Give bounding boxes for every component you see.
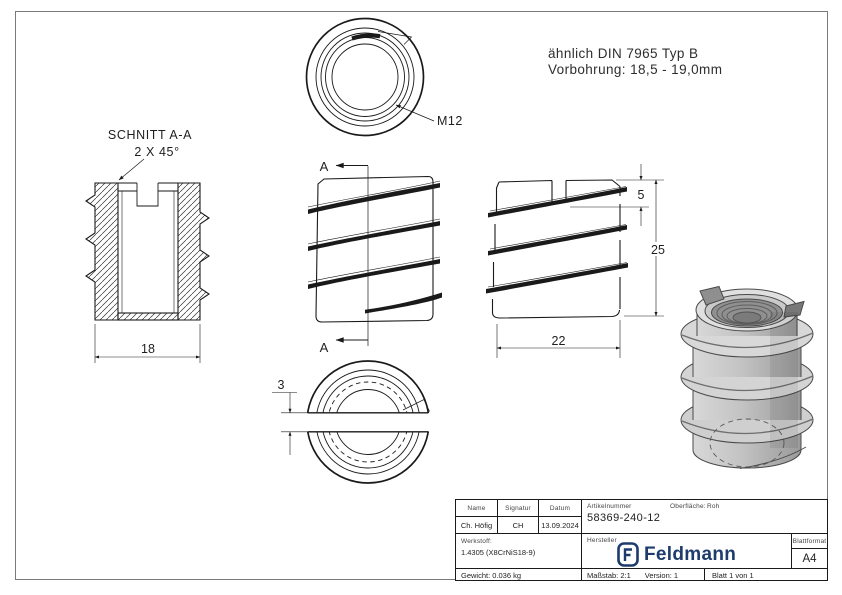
- title-block: Name Signatur Datum Ch. Höfig CH 13.09.2…: [455, 499, 828, 581]
- tb-werkstoff-label: Werkstoff:: [461, 538, 493, 545]
- cut-label-bottom: A: [320, 340, 329, 355]
- tb-artikelnummer-value: 58369-240-12: [587, 512, 661, 524]
- tb-version: Version: 1: [644, 571, 679, 580]
- chamfer-leader: [118, 158, 145, 181]
- feldmann-logo-icon: [617, 542, 639, 567]
- dim-18: [94, 324, 201, 363]
- side-thread-bands: [486, 187, 628, 294]
- dim-22-label: 22: [552, 334, 566, 348]
- feldmann-logo: Feldmann: [617, 542, 791, 567]
- section-right-wall: [177, 182, 210, 321]
- tb-massstab-cell: Maßstab: 2:1 Version: 1 Deutsch: [581, 569, 704, 581]
- section-thread-lines: [121, 191, 175, 313]
- section-bottom-strip: [117, 312, 179, 321]
- din-note-line2: Vorbohrung: 18,5 - 19,0mm: [548, 62, 723, 77]
- side-dimensions: [496, 164, 664, 358]
- tb-sprache: Deutsch: [597, 580, 625, 581]
- front-body: [315, 175, 434, 323]
- front-view: [307, 162, 442, 346]
- top-thread-circle: [331, 43, 399, 111]
- section-view-a-a: [85, 158, 210, 363]
- m12-leader: [395, 104, 435, 122]
- bottom-view: [272, 360, 430, 484]
- m12-label: M12: [437, 114, 463, 128]
- slot-tab-left: [699, 285, 725, 306]
- sheet-border-frame: [15, 11, 828, 580]
- top-view: [305, 17, 435, 137]
- tb-oberflaeche-label: Oberfläche:: [670, 503, 706, 510]
- din-note-line1: ähnlich DIN 7965 Typ B: [548, 46, 699, 61]
- dim-5-label: 5: [638, 188, 645, 202]
- section-left-wall: [85, 182, 119, 321]
- tb-hersteller-label: Hersteller: [587, 537, 617, 544]
- tb-value-signatur: CH: [498, 517, 539, 534]
- dim-25-label: 25: [651, 243, 665, 257]
- render-3d: [680, 285, 814, 469]
- tb-blatt-cell: Blatt 1 von 1: [704, 569, 827, 581]
- section-cut-line: [335, 162, 369, 346]
- cut-label-top: A: [320, 159, 329, 174]
- front-flange-edges: [307, 180, 441, 283]
- tb-value-name: Ch. Höfig: [456, 517, 498, 534]
- bottom-slot-band: [306, 413, 430, 432]
- dim-18-label: 18: [141, 342, 155, 356]
- tb-header-datum: Datum: [539, 500, 581, 517]
- tb-werkstoff-cell: Werkstoff: 1.4305 (X8CrNiS18-9): [456, 534, 581, 569]
- tb-hersteller-cell: Hersteller Feldmann: [581, 534, 791, 569]
- chamfer-label: 2 X 45°: [134, 145, 179, 159]
- dim-3-label: 3: [278, 378, 285, 392]
- top-outer-circle: [305, 17, 425, 137]
- tb-oberflaeche-value: Roh: [707, 503, 720, 510]
- bottom-blade-end: [402, 398, 430, 412]
- tb-artikelnummer-cell: Artikelnummer Oberfläche: Roh 58369-240-…: [581, 500, 827, 534]
- tb-gewicht: Gewicht: 0.036 kg: [461, 571, 522, 580]
- tb-header-signatur: Signatur: [498, 500, 539, 517]
- dim-3: [272, 392, 307, 455]
- front-thread-bands: [308, 183, 442, 314]
- side-view: [486, 164, 667, 358]
- tb-value-datum: 13.09.2024: [539, 517, 581, 534]
- top-slot-mark: [351, 33, 381, 41]
- tb-blattformat-label: Blattformat: [791, 534, 827, 549]
- side-flange-edges: [487, 186, 628, 288]
- feldmann-logo-text: Feldmann: [644, 543, 737, 565]
- tb-werkstoff-value: 1.4305 (X8CrNiS18-9): [461, 548, 536, 557]
- tb-blatt: Blatt 1 von 1: [712, 571, 754, 580]
- tb-header-name: Name: [456, 500, 498, 517]
- tb-gewicht-cell: Gewicht: 0.036 kg: [456, 569, 581, 581]
- section-title: SCHNITT A-A: [108, 128, 192, 142]
- tb-artikelnummer-label: Artikelnummer: [587, 503, 632, 510]
- tb-blattformat-value: A4: [791, 549, 827, 569]
- din-note: ähnlich DIN 7965 Typ B Vorbohrung: 18,5 …: [548, 46, 722, 78]
- section-slot-notch: [118, 183, 178, 207]
- tb-massstab: Maßstab: 2:1: [587, 571, 631, 580]
- slot-tab-right: [783, 300, 805, 318]
